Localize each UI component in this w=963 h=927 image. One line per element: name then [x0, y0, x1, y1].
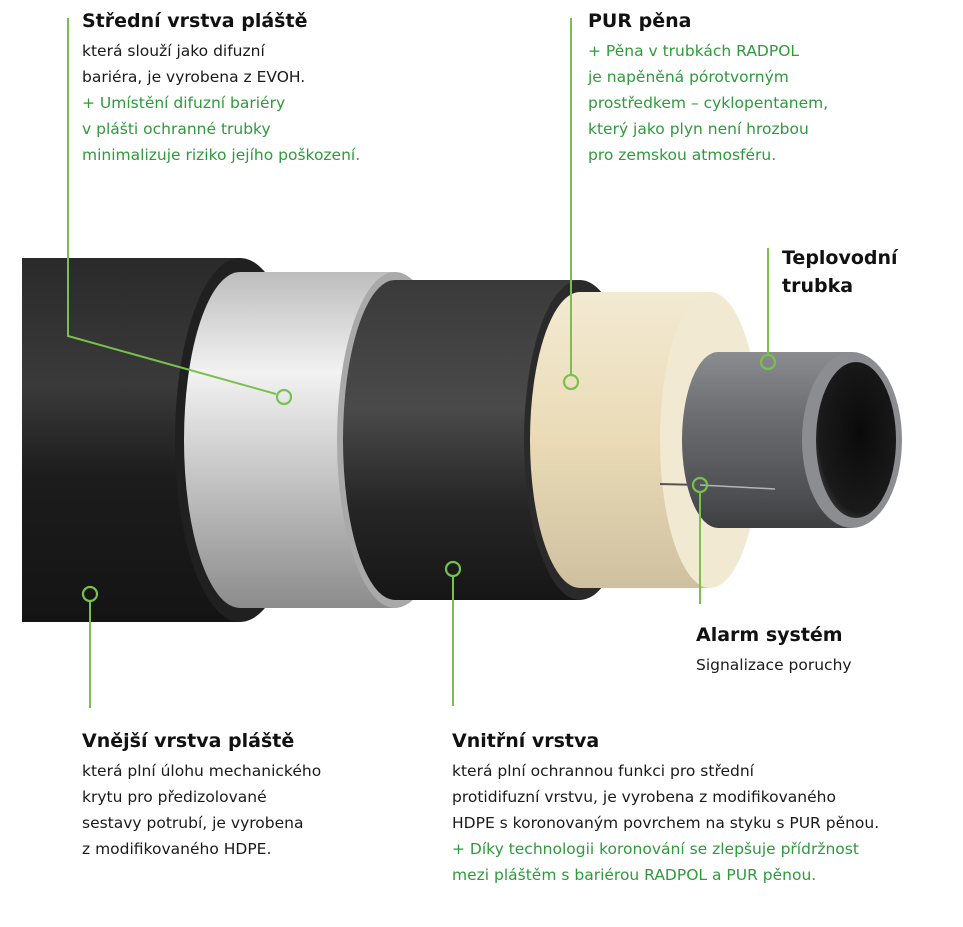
- pur-foam-title: PUR pěna: [588, 10, 692, 32]
- label-heat-pipe: Teplovodní trubka: [782, 244, 952, 306]
- text-line: v plášti ochranné trubky: [82, 120, 271, 138]
- marker-alarm: [691, 476, 709, 494]
- alarm-title: Alarm systém: [696, 624, 843, 646]
- outer-layer-text: která plní úlohu mechanického krytu pro p…: [82, 758, 422, 862]
- text-line: která plní ochrannou funkci pro střední: [452, 762, 754, 780]
- heat-pipe: [682, 352, 902, 528]
- text-line: minimalizuje riziko jejího poškození.: [82, 146, 361, 164]
- callout-lines: [67, 18, 769, 708]
- middle-layer-title: Střední vrstva pláště: [82, 10, 308, 32]
- text-line: je napěněná pórotvorným: [588, 68, 789, 86]
- text-line: + Umístění difuzní bariéry: [82, 94, 286, 112]
- label-outer-layer: Vnější vrstva pláště která plní úlohu me…: [82, 730, 422, 862]
- text-line: mezi pláštěm s bariérou RADPOL a PUR pěn…: [452, 866, 817, 884]
- pur-foam-note: + Pěna v trubkách RADPOL je napěněná póro…: [588, 38, 918, 168]
- marker-middle-layer: [275, 388, 293, 406]
- inner-layer-note: + Díky technologii koronování se zlepšuj…: [452, 836, 957, 888]
- inner-layer-title: Vnitřní vrstva: [452, 730, 600, 752]
- marker-heat-pipe: [759, 353, 777, 371]
- text-line: HDPE s koronovaným povrchem na styku s P…: [452, 814, 880, 832]
- text-line: krytu pro předizolované: [82, 788, 267, 806]
- label-alarm: Alarm systém Signalizace poruchy: [696, 624, 946, 678]
- callout-dots: [81, 353, 777, 603]
- text-line: Teplovodní: [782, 247, 898, 269]
- text-line: z modifikovaného HDPE.: [82, 840, 272, 858]
- text-line: sestavy potrubí, je vyrobena: [82, 814, 304, 832]
- middle-layer-note: + Umístění difuzní bariéry v plášti ochra…: [82, 90, 482, 168]
- inner-layer-text: která plní ochrannou funkci pro střední p…: [452, 758, 957, 836]
- label-pur-foam: PUR pěna + Pěna v trubkách RADPOL je napě…: [588, 10, 918, 168]
- middle-layer-text: která slouží jako difuzní bariéra, je vyr…: [82, 38, 482, 90]
- text-line: + Díky technologii koronování se zlepšuj…: [452, 840, 859, 858]
- label-inner-layer: Vnitřní vrstva která plní ochrannou funk…: [452, 730, 957, 888]
- text-line: pro zemskou atmosféru.: [588, 146, 777, 164]
- text-line: prostředkem – cyklopentanem,: [588, 94, 829, 112]
- text-line: bariéra, je vyrobena z EVOH.: [82, 68, 306, 86]
- callout-middle-layer: [67, 18, 277, 395]
- text-line: + Pěna v trubkách RADPOL: [588, 42, 800, 60]
- text-line: která slouží jako difuzní: [82, 42, 265, 60]
- marker-pur-foam: [562, 373, 580, 391]
- text-line: který jako plyn není hrozbou: [588, 120, 809, 138]
- text-line: která plní úlohu mechanického: [82, 762, 322, 780]
- text-line: protidifuzní vrstvu, je vyrobena z modif…: [452, 788, 836, 806]
- label-middle-layer: Střední vrstva pláště která slouží jako …: [82, 10, 482, 168]
- text-line: trubka: [782, 275, 854, 297]
- alarm-text: Signalizace poruchy: [696, 652, 946, 678]
- marker-inner-layer: [444, 560, 462, 578]
- outer-layer-title: Vnější vrstva pláště: [82, 730, 295, 752]
- marker-outer-layer: [81, 585, 99, 603]
- text-line: Signalizace poruchy: [696, 656, 852, 674]
- heat-pipe-title: Teplovodní trubka: [782, 244, 952, 300]
